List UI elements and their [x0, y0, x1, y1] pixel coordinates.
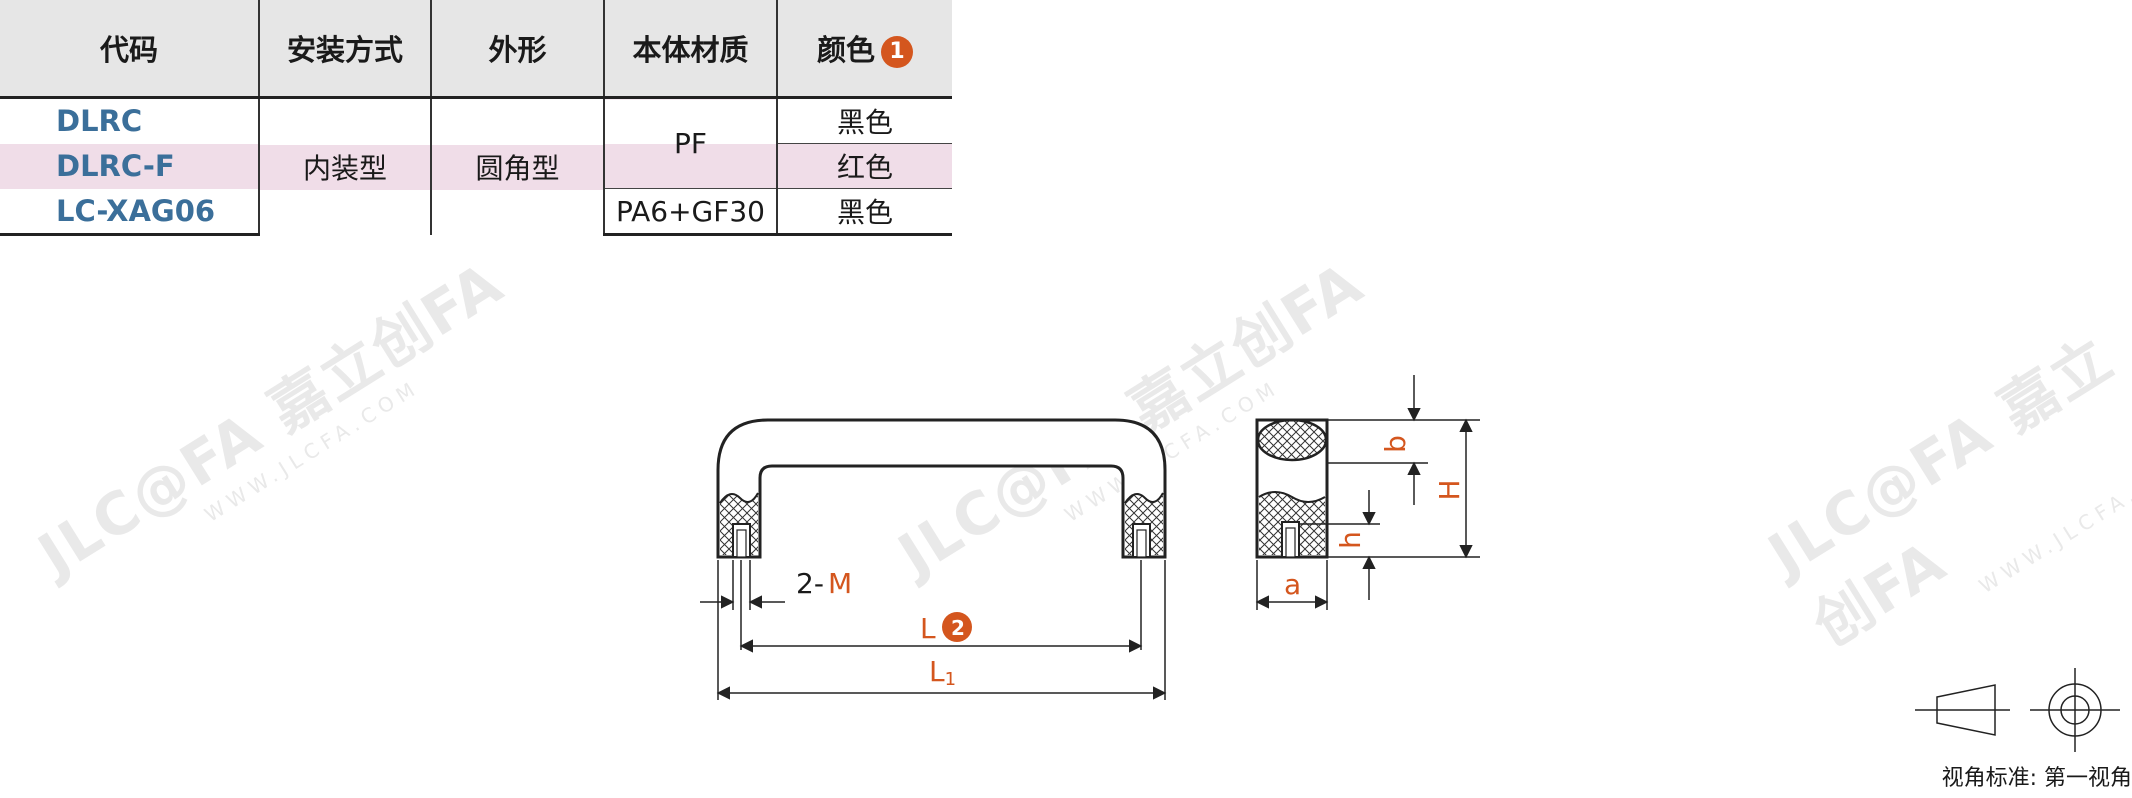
view-standard-label: 视角标准: 第一视角	[1941, 766, 2132, 791]
table-row: DLRC 内装型 圆角型 PF 黑色	[0, 97, 952, 235]
row-code: DLRC-F	[0, 143, 260, 189]
label-L1-main: L	[929, 655, 945, 688]
side-dimensions	[1255, 375, 1480, 610]
front-dimensions	[700, 560, 1167, 700]
handle-front-view	[716, 418, 1167, 559]
label-b: b	[1379, 435, 1412, 453]
row-color: 黑色	[777, 188, 952, 236]
row-code: LC-XAG06	[0, 188, 260, 236]
shape-cell: 圆角型	[431, 97, 605, 235]
header-code: 代码	[0, 0, 260, 99]
header-material: 本体材质	[604, 0, 778, 99]
label-H: H	[1433, 479, 1466, 500]
install-cell: 内装型	[259, 97, 432, 235]
label-h: h	[1334, 531, 1367, 549]
projection-symbol-icon	[1915, 668, 2120, 752]
table-row: DLRC-F 红色	[0, 143, 952, 189]
header-install: 安装方式	[259, 0, 432, 99]
label-L1-sub: 1	[945, 669, 956, 690]
row-color: 红色	[777, 143, 952, 189]
material-pf-cell: PF	[604, 97, 778, 189]
label-L: L	[920, 612, 936, 645]
label-M: M	[828, 567, 852, 600]
note-badge-2	[942, 612, 972, 642]
table-row: LC-XAG06 PA6+GF30 黑色	[0, 188, 952, 236]
row-color: 黑色	[836, 106, 893, 139]
material-pa-cell: PA6+GF30	[604, 188, 778, 236]
label-a: a	[1284, 568, 1301, 601]
note-badge-2-text: 2	[951, 616, 965, 640]
row-code: DLRC	[0, 97, 260, 144]
header-color-label: 颜色	[816, 33, 875, 67]
label-L1: L1	[929, 655, 956, 690]
header-shape: 外形	[431, 0, 605, 99]
note-badge-1: 1	[881, 36, 913, 68]
label-2-prefix: 2-	[796, 567, 824, 600]
handle-side-view	[1255, 418, 1329, 559]
